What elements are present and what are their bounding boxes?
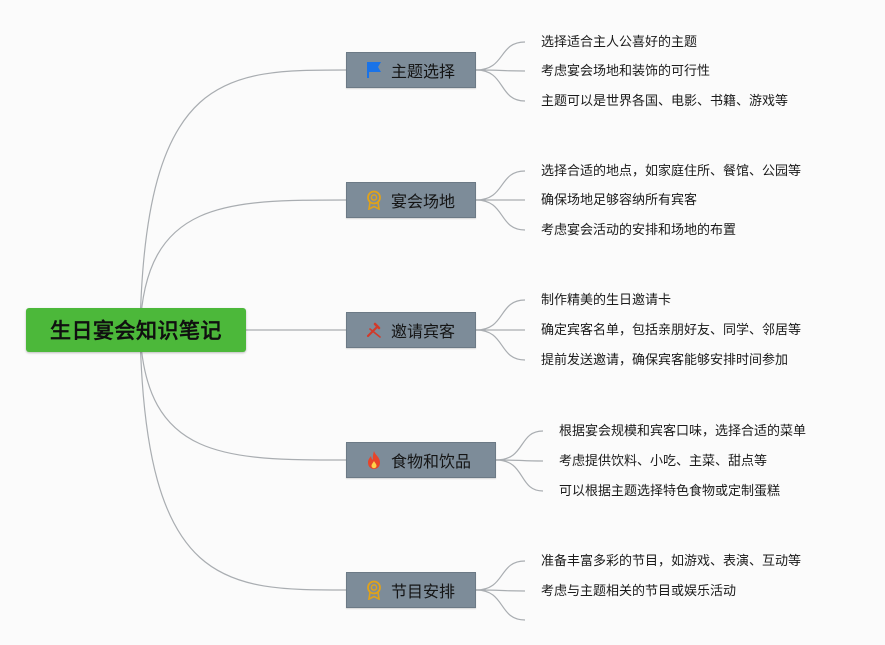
leaf-connector (475, 199, 526, 231)
leaf-connector (475, 69, 526, 72)
leaf-item: 考虑提供饮料、小吃、主菜、甜点等 (559, 454, 768, 469)
topic-label: 邀请宾客 (391, 322, 456, 341)
topic-label: 主题选择 (391, 62, 456, 81)
leaf-item: 考虑宴会场地和装饰的可行性 (541, 64, 711, 79)
fire-icon (364, 450, 384, 470)
leaf-connector (475, 589, 526, 621)
leaf-item: 准备丰富多彩的节目，如游戏、表演、互动等 (541, 554, 802, 569)
topic-node-invite[interactable]: 邀请宾客 (346, 312, 476, 348)
topic-node-program[interactable]: 节目安排 (346, 572, 476, 608)
leaf-item: 考虑宴会活动的安排和场地的布置 (541, 223, 737, 238)
leaf-connector (475, 589, 526, 592)
leaf-item: 提前发送邀请，确保宾客能够安排时间参加 (541, 353, 789, 368)
leaf-connector (495, 430, 544, 461)
leaf-connector (495, 459, 544, 492)
root-connector (139, 329, 347, 591)
leaf-item: 主题可以是世界各国、电影、书籍、游戏等 (541, 94, 789, 109)
root-connector (139, 329, 347, 461)
root-title: 生日宴会知识笔记 (50, 319, 222, 343)
topic-node-food[interactable]: 食物和饮品 (346, 442, 496, 478)
leaf-item: 可以根据主题选择特色食物或定制蛋糕 (559, 484, 781, 499)
flag-icon (364, 60, 384, 80)
topic-label: 食物和饮品 (391, 452, 472, 471)
leaf-item: 考虑与主题相关的节目或娱乐活动 (541, 584, 737, 599)
leaf-item: 确定宾客名单，包括亲朋好友、同学、邻居等 (541, 323, 802, 338)
leaf-connector (475, 299, 526, 331)
award-icon (364, 190, 384, 210)
topic-node-theme[interactable]: 主题选择 (346, 52, 476, 88)
root-connector (139, 199, 347, 331)
leaf-item: 确保场地足够容纳所有宾客 (541, 193, 698, 208)
topic-label: 节目安排 (391, 582, 456, 601)
tools-icon (364, 320, 384, 340)
leaf-connector (475, 69, 526, 102)
leaf-connector (475, 560, 526, 591)
leaf-item: 选择合适的地点，如家庭住所、餐馆、公园等 (541, 164, 802, 179)
leaf-connector (475, 41, 526, 71)
topic-node-venue[interactable]: 宴会场地 (346, 182, 476, 218)
topic-label: 宴会场地 (391, 192, 456, 211)
award-icon (364, 580, 384, 600)
leaf-item: 根据宴会规模和宾客口味，选择合适的菜单 (559, 424, 807, 439)
root-node[interactable]: 生日宴会知识笔记 (26, 308, 246, 352)
leaf-connector (475, 170, 526, 201)
leaf-connector (475, 329, 526, 361)
leaf-item: 制作精美的生日邀请卡 (541, 293, 672, 308)
root-connector (139, 69, 347, 331)
leaf-item: 选择适合主人公喜好的主题 (541, 35, 698, 50)
